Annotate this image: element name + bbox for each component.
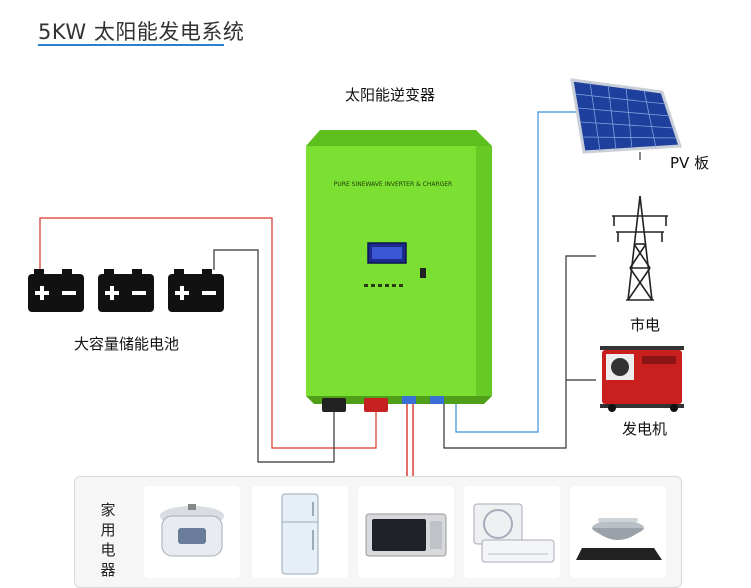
battery-label: 大容量储能电池 [74, 335, 180, 353]
inverter-device: PURE SINEWAVE INVERTER & CHARGER [306, 130, 492, 412]
grid-label: 市电 [630, 316, 661, 334]
refrigerator-icon [281, 493, 319, 575]
generator-icon [600, 346, 684, 412]
air-conditioner-card [464, 486, 560, 578]
battery-terminal-negative [322, 398, 346, 412]
inverter-label: 太阳能逆变器 [345, 86, 436, 104]
generator-label: 发电机 [622, 420, 668, 438]
battery-terminal-positive [364, 398, 388, 412]
rice-cooker-icon [160, 504, 224, 557]
battery-positive-wire [39, 217, 377, 449]
pv-label: PV 板 [670, 154, 710, 172]
microwave-icon [365, 513, 447, 557]
ac-terminal-2 [430, 396, 444, 404]
page-title: 5KW 太阳能发电系统 [38, 20, 245, 44]
power-switch [420, 268, 426, 278]
title-underline [38, 44, 224, 46]
battery-negative-wire [213, 249, 335, 463]
air-conditioner-icon [473, 503, 555, 563]
battery-3 [168, 269, 224, 312]
battery-2 [98, 269, 154, 312]
ac-terminal-1 [402, 396, 416, 404]
rice-cooker-card [144, 486, 240, 578]
appliance-label: 家用电器 [100, 501, 116, 579]
grid-wire [443, 255, 596, 449]
pv-panel-icon [570, 78, 683, 160]
transmission-tower-icon [612, 195, 668, 301]
battery-1 [28, 269, 84, 312]
induction-cooker-icon [576, 518, 662, 560]
inverter-panel-text: PURE SINEWAVE INVERTER & CHARGER [334, 181, 452, 188]
system-diagram: PURE SINEWAVE INVERTER & CHARGER [28, 78, 684, 476]
microwave-card [358, 486, 454, 578]
battery-bank [28, 269, 224, 312]
induction-cooker-card [570, 486, 666, 578]
pv-wire [455, 111, 578, 433]
refrigerator-card [252, 486, 348, 578]
indicator-leds [364, 284, 403, 287]
